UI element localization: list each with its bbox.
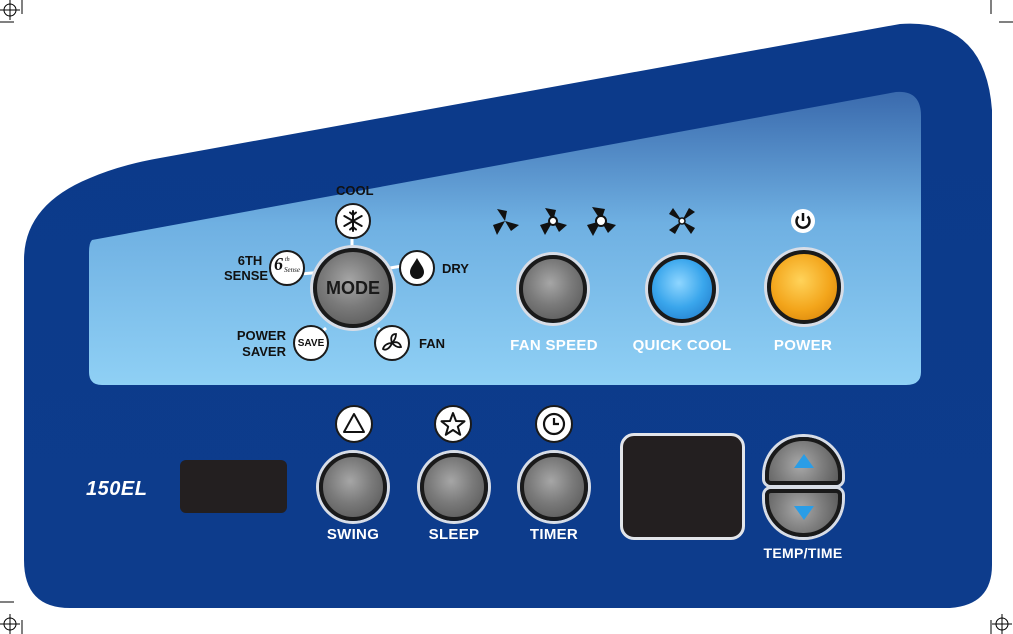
power-saver-label-line1: POWER [236, 328, 286, 343]
sixth-sense-indicator: 6 th Sense [269, 250, 305, 286]
fan-medium-icon [540, 208, 567, 235]
power-button[interactable] [767, 250, 841, 324]
temp-down-button[interactable] [765, 489, 842, 537]
sleep-indicator [434, 405, 472, 443]
power-saver-label-line2: SAVER [242, 344, 286, 359]
dry-label: DRY [442, 261, 469, 276]
registration-mark-bottom-right [992, 614, 1012, 634]
temperature-display [620, 433, 745, 540]
sleep-label: SLEEP [428, 526, 480, 543]
fan-icon [381, 333, 403, 351]
swing-button[interactable] [319, 453, 387, 521]
quick-cool-button[interactable] [648, 255, 716, 323]
temp-up-button[interactable] [765, 437, 842, 485]
fan-speed-icons [487, 203, 617, 239]
swing-indicator [335, 405, 373, 443]
power-saver-indicator: SAVE [293, 325, 329, 361]
power-icon [791, 209, 815, 233]
clock-icon [542, 412, 566, 436]
snowflake-icon [343, 210, 363, 232]
timer-label: TIMER [529, 526, 579, 543]
sleep-button[interactable] [420, 453, 488, 521]
mode-button[interactable]: MODE [313, 248, 393, 328]
cool-label: COOL [336, 183, 374, 198]
water-drop-icon [410, 258, 424, 279]
fan-high-icon [587, 207, 616, 236]
fan-low-icon [493, 209, 519, 235]
timer-button[interactable] [520, 453, 588, 521]
fan-speed-button[interactable] [519, 255, 587, 323]
quick-cool-label: QUICK COOL [632, 337, 732, 354]
fan-speed-label: FAN SPEED [510, 337, 598, 354]
indicator-display-small [180, 460, 287, 513]
turbo-fan-icon [669, 208, 695, 234]
sixth-sense-label-line2: SENSE [224, 268, 269, 283]
power-label: POWER [773, 337, 833, 354]
sixth-sense-label-line1: 6TH [237, 253, 263, 268]
sixth-sense-icon: 6 th Sense [274, 254, 300, 274]
mode-button-label: MODE [326, 277, 380, 298]
star-icon [440, 412, 466, 436]
down-arrow-icon [793, 506, 814, 520]
fan-label: FAN [419, 336, 445, 351]
registration-mark-bottom-left [0, 614, 20, 634]
timer-indicator [535, 405, 573, 443]
temp-time-rocker [765, 437, 842, 537]
dry-mode-indicator [399, 250, 435, 286]
temp-time-label: TEMP/TIME [763, 545, 843, 561]
model-label: 150EL [86, 478, 148, 500]
fan-mode-indicator [374, 325, 410, 361]
cool-mode-indicator [335, 203, 371, 239]
save-icon: SAVE [297, 337, 325, 349]
registration-mark-top-left [0, 0, 20, 20]
swing-triangle-icon [343, 413, 365, 433]
swing-label: SWING [326, 526, 380, 543]
up-arrow-icon [793, 454, 814, 468]
